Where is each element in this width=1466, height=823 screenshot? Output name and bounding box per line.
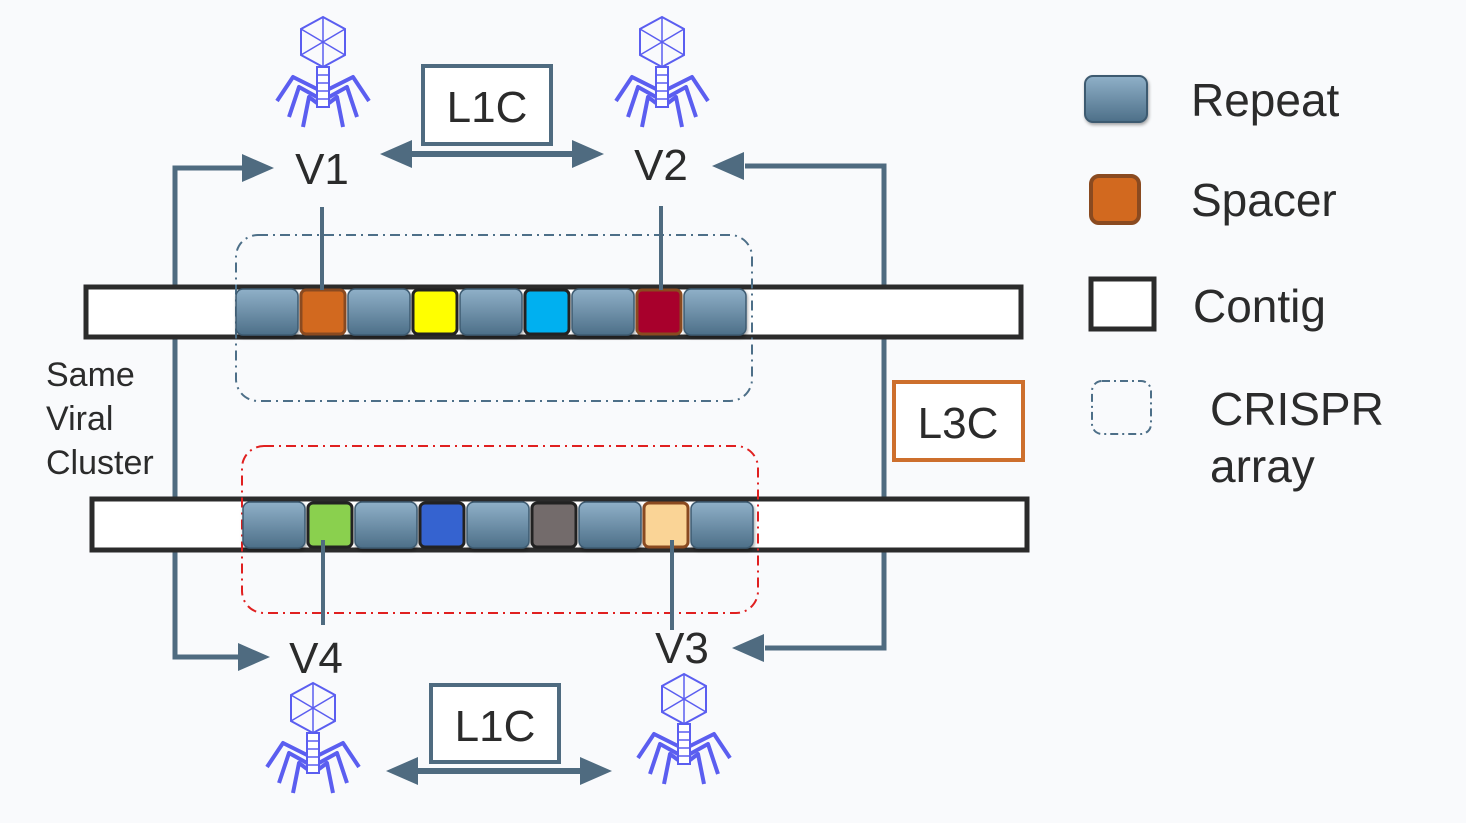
repeat-unit: [578, 501, 642, 549]
spacer-cyan: [523, 288, 571, 336]
phage-icon-v1: [275, 15, 371, 129]
virus-label-v3: V3: [655, 624, 709, 673]
repeat-unit: [354, 501, 418, 549]
legend-contig-label: Contig: [1193, 280, 1326, 332]
legend-contig-swatch: [1088, 276, 1157, 332]
crispr-array-bottom-units: [242, 501, 754, 549]
virus-label-v2: V2: [634, 141, 688, 190]
arrowhead-v4: [238, 643, 270, 671]
legend-crispr-swatch: [1091, 380, 1152, 435]
repeat-unit: [242, 501, 306, 549]
phage-icon-v4: [265, 681, 361, 795]
repeat-unit: [347, 288, 411, 336]
phage-icon-v3: [636, 672, 732, 786]
cluster-note-line3: Cluster: [46, 444, 154, 482]
spacer-peach: [642, 501, 690, 549]
repeat-unit: [466, 501, 530, 549]
arrowhead-v3: [732, 634, 764, 662]
legend-crispr-label-line2: array: [1210, 440, 1315, 492]
l3c-label: L3C: [918, 399, 999, 448]
cluster-note-line1: Same: [46, 356, 135, 394]
crispr-array-top: [235, 234, 753, 402]
repeat-unit: [571, 288, 635, 336]
l3c-bracket-right: [745, 163, 887, 651]
spacer-crimson: [635, 288, 683, 336]
repeat-unit: [235, 288, 299, 336]
cluster-note-line2: Viral: [46, 400, 113, 438]
arrowhead-v1: [242, 154, 274, 182]
repeat-unit: [459, 288, 523, 336]
l1c-label-top: L1C: [447, 83, 528, 132]
arrowhead-left-bottom: [386, 757, 418, 785]
l1c-box-top: [421, 64, 553, 146]
virus-label-v4: V4: [289, 634, 343, 683]
legend-repeat-label: Repeat: [1191, 74, 1340, 126]
crispr-array-top-units: [235, 288, 747, 336]
phage-icon-v2: [614, 15, 710, 129]
repeat-unit: [683, 288, 747, 336]
virus-label-v1: V1: [295, 145, 349, 194]
spacer-yellow: [411, 288, 459, 336]
legend-crispr-label-line1: CRISPR: [1210, 383, 1384, 435]
spacer-orange: [299, 288, 347, 336]
spacer-green: [306, 501, 354, 549]
crispr-array-bottom: [241, 445, 759, 614]
repeat-unit: [690, 501, 754, 549]
arrowhead-right-bottom: [580, 757, 612, 785]
l3c-box: [892, 380, 1025, 462]
legend-repeat-swatch: [1084, 75, 1148, 123]
arrowhead-right-top: [572, 140, 604, 168]
l1c-label-bottom: L1C: [455, 702, 536, 751]
spacer-gray: [530, 501, 578, 549]
legend-spacer-swatch: [1089, 174, 1141, 225]
arrowhead-v2: [712, 152, 744, 180]
legend-spacer-label: Spacer: [1191, 174, 1337, 226]
arrowhead-left-top: [380, 140, 412, 168]
spacer-blue: [418, 501, 466, 549]
l1c-box-bottom: [429, 683, 561, 764]
cluster-bracket-left: [172, 165, 244, 660]
